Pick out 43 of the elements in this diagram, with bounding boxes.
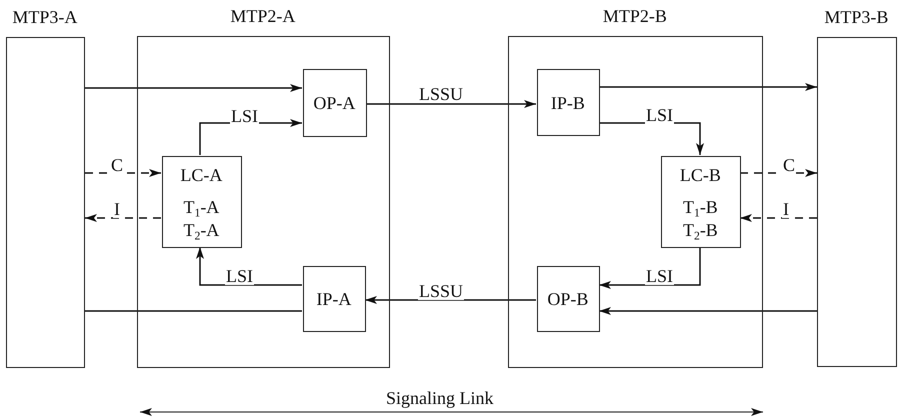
function-box xyxy=(537,69,600,136)
function-box xyxy=(303,266,366,332)
arrow xyxy=(85,84,302,92)
edge-label: LSI xyxy=(230,107,259,125)
edge-label: LSI xyxy=(645,106,674,124)
box-label: OP-B xyxy=(547,290,588,308)
function-box xyxy=(661,156,741,248)
arrow xyxy=(365,296,536,304)
function-box xyxy=(303,69,367,137)
arrow xyxy=(85,214,161,222)
edge-label: LSSU xyxy=(418,85,464,103)
edge-label: I xyxy=(113,200,121,218)
arrow xyxy=(599,83,817,91)
layer-heading: MTP3-B xyxy=(824,8,888,26)
edge-label: LSI xyxy=(645,267,674,285)
function-box xyxy=(162,156,242,248)
timer-label: T$_{1}$-A xyxy=(183,198,220,216)
arrow xyxy=(366,100,536,108)
box-label: OP-A xyxy=(313,94,356,112)
arrow xyxy=(740,214,817,222)
function-box xyxy=(537,266,600,332)
layer-heading: MTP2-B xyxy=(602,7,667,25)
layer-heading: MTP2-A xyxy=(230,7,296,25)
timer-label: T$_{2}$-B xyxy=(682,221,718,239)
edge-label: C xyxy=(110,156,124,174)
box-label: IP-B xyxy=(550,94,585,112)
edge-label: C xyxy=(782,156,796,174)
timer-label: T$_{2}$-A xyxy=(183,221,220,239)
edge-label: LSSU xyxy=(418,282,464,300)
box-label: LC-B xyxy=(680,166,721,184)
edge-label: LSI xyxy=(225,267,254,285)
layer-heading: MTP3-A xyxy=(12,8,78,26)
box-label: IP-A xyxy=(316,290,352,308)
arrow xyxy=(599,247,701,289)
link-caption: Signaling Link xyxy=(386,389,494,407)
edge-label: I xyxy=(782,200,790,218)
arrow xyxy=(196,247,302,286)
arrow xyxy=(599,307,817,315)
connector-line xyxy=(85,310,302,312)
box-label: LC-A xyxy=(180,166,222,184)
timer-label: T$_{1}$-B xyxy=(682,198,718,216)
arrow xyxy=(85,169,161,177)
arrow xyxy=(740,169,817,177)
